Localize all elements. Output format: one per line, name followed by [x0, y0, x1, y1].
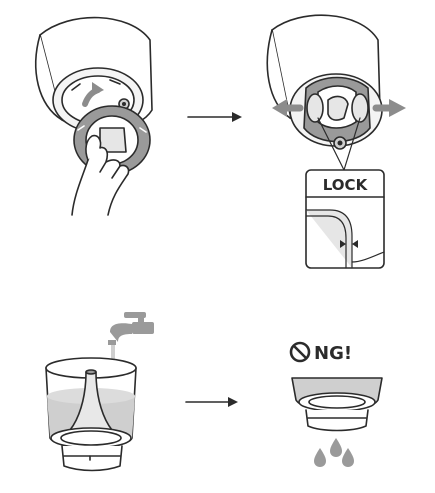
right-arrow-icon: [185, 397, 238, 407]
attach-panel: [34, 16, 153, 216]
right-arrow-icon: [187, 112, 242, 122]
prohibited-icon: [289, 341, 311, 363]
faucet-icon: [108, 312, 154, 345]
lock-label: LOCK: [323, 176, 369, 194]
lock-panel: LOCK: [266, 14, 406, 269]
fill-panel: [45, 312, 154, 472]
water-drop-icon: [314, 438, 354, 467]
outward-arrow-icon: [272, 99, 406, 117]
warning-panel: NG!: [289, 341, 383, 467]
ng-label: NG!: [314, 343, 352, 364]
